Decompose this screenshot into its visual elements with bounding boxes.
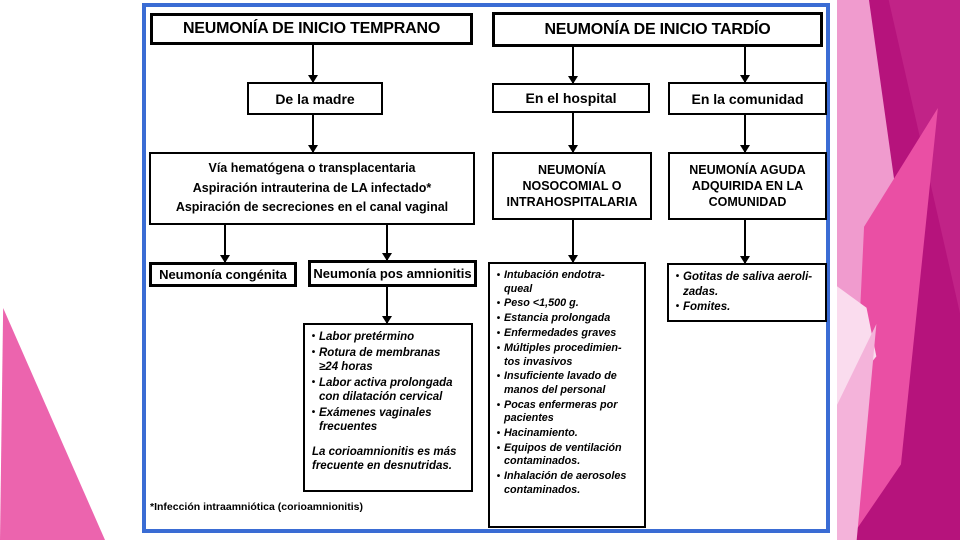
setting-community-box: En la comunidad xyxy=(668,82,827,115)
bullet-dot-icon: • xyxy=(496,298,501,310)
header-late-onset-box: NEUMONÍA DE INICIO TARDÍO xyxy=(492,12,823,47)
nosocomial-risk-factors-box: •Intubación endotra- queal•Peso <1,500 g… xyxy=(488,262,646,528)
bullet-dot-icon: • xyxy=(311,346,316,358)
nosocomial-risk-factor: •Múltiples procedimien- tos invasivos xyxy=(493,342,642,369)
nosocomial-risk-factor-label: Estancia prolongada xyxy=(504,312,611,325)
mechanism-line: Vía hematógena o transplacentaria xyxy=(208,161,416,176)
nosocomial-risk-factor-label: Enfermedades graves xyxy=(504,327,617,340)
chorioamnionitis-note: La corioamnionitis es más frecuente en d… xyxy=(312,445,457,473)
setting-hospital-box: En el hospital xyxy=(492,83,650,113)
footnote: *Infección intraamniótica (corioamnionit… xyxy=(150,501,363,513)
arrow-late-to-community xyxy=(740,47,750,83)
amnionitis-risk-factor: •Labor activa prolongada con dilatación … xyxy=(308,376,469,405)
community-risk-factor-label: Fomites. xyxy=(683,301,731,313)
nosocomial-risk-factor: •Pocas enfermeras por pacientes xyxy=(493,399,642,426)
arrow-late-to-hospital xyxy=(568,47,578,84)
bullet-dot-icon: • xyxy=(311,376,316,388)
nosocomial-risk-factor: •Peso <1,500 g. xyxy=(493,297,642,311)
amnionitis-risk-factor-label: Exámenes vaginales frecuentes xyxy=(319,406,432,434)
nosocomial-risk-factor: •Intubación endotra- queal xyxy=(493,269,642,296)
amnionitis-risk-factor: •Labor pretérmino xyxy=(308,330,469,345)
amnionitis-risk-factor-label: Labor pretérmino xyxy=(319,331,415,343)
nosocomial-risk-factor-label: Hacinamiento. xyxy=(504,426,578,439)
bullet-dot-icon: • xyxy=(496,343,501,355)
bullet-dot-icon: • xyxy=(496,313,501,325)
bullet-dot-icon: • xyxy=(496,470,501,482)
arrow-nosocomial-to-factors xyxy=(568,220,578,263)
flowchart-slide: NEUMONÍA DE INICIO TEMPRANO NEUMONÍA DE … xyxy=(142,3,830,533)
bullet-dot-icon: • xyxy=(675,271,680,282)
community-risk-factor: •Gotitas de saliva aeroli- zadas. xyxy=(672,270,823,299)
bullet-dot-icon: • xyxy=(496,399,501,411)
amnionitis-risk-factor: •Rotura de membranas ≥24 horas xyxy=(308,346,469,375)
community-risk-factors-box: •Gotitas de saliva aeroli- zadas.•Fomite… xyxy=(667,263,827,322)
nosocomial-risk-factor: •Hacinamiento. xyxy=(493,427,642,441)
arrow-early-to-mother xyxy=(308,45,318,83)
bullet-dot-icon: • xyxy=(675,301,680,312)
background-wedge-bottom-left xyxy=(0,308,105,540)
nosocomial-risk-factor-label: Inhalación de aerosoles contaminados. xyxy=(504,469,627,496)
amnionitis-risk-factor: •Exámenes vaginales frecuentes xyxy=(308,406,469,435)
nosocomial-pneumonia-box: NEUMONÍA NOSOCOMIAL O INTRAHOSPITALARIA xyxy=(492,152,652,220)
community-risk-factor-label: Gotitas de saliva aeroli- zadas. xyxy=(683,271,813,298)
nosocomial-risk-factor-label: Insuficiente lavado de manos del persona… xyxy=(504,370,617,396)
bullet-dot-icon: • xyxy=(496,371,501,383)
bullet-dot-icon: • xyxy=(496,427,501,439)
outcome-congenital-box: Neumonía congénita xyxy=(149,262,297,287)
outcome-amnionitis-box: Neumonía pos amnionitis xyxy=(308,260,477,287)
arrow-mechanisms-to-congenital xyxy=(220,225,230,263)
bullet-dot-icon: • xyxy=(496,442,501,454)
amnionitis-risk-factor-label: Labor activa prolongada con dilatación c… xyxy=(319,376,453,404)
arrow-amnionitis-to-factors xyxy=(382,287,392,324)
bullet-dot-icon: • xyxy=(311,331,316,342)
source-mother-box: De la madre xyxy=(247,82,383,115)
arrow-mechanisms-to-amnionitis xyxy=(382,225,392,261)
arrow-mother-to-mechanisms xyxy=(308,115,318,153)
bullet-dot-icon: • xyxy=(496,328,501,340)
nosocomial-risk-factor-label: Pocas enfermeras por pacientes xyxy=(504,398,618,425)
bullet-dot-icon: • xyxy=(311,406,316,418)
nosocomial-risk-factor: •Enfermedades graves xyxy=(493,327,642,341)
nosocomial-risk-factor-label: Intubación endotra- queal xyxy=(504,269,605,295)
arrow-type-to-community-factors xyxy=(740,220,750,264)
mechanism-line: Aspiración intrauterina de LA infectado* xyxy=(192,180,432,195)
background-accent-band xyxy=(837,0,960,540)
nosocomial-risk-factor-label: Peso <1,500 g. xyxy=(504,297,579,310)
arrow-hospital-to-nosocomial xyxy=(568,113,578,153)
bullet-dot-icon: • xyxy=(496,270,501,281)
community-risk-factor: •Fomites. xyxy=(672,300,823,315)
header-early-onset-box: NEUMONÍA DE INICIO TEMPRANO xyxy=(150,13,473,45)
nosocomial-risk-factor-label: Múltiples procedimien- tos invasivos xyxy=(504,342,622,368)
nosocomial-risk-factor: •Insuficiente lavado de manos del person… xyxy=(493,370,642,397)
nosocomial-risk-factor: •Estancia prolongada xyxy=(493,312,642,326)
mechanism-line: Aspiración de secreciones en el canal va… xyxy=(175,200,449,215)
nosocomial-risk-factor: •Inhalación de aerosoles contaminados. xyxy=(493,470,642,497)
amnionitis-risk-factor-label: Rotura de membranas ≥24 horas xyxy=(319,346,441,374)
amnionitis-risk-factors-box: •Labor pretérmino•Rotura de membranas ≥2… xyxy=(303,323,473,492)
nosocomial-risk-factor: •Equipos de ventilación contaminados. xyxy=(493,442,642,469)
arrow-community-to-type xyxy=(740,115,750,153)
amnionitis-risk-factor-list: •Labor pretérmino•Rotura de membranas ≥2… xyxy=(308,330,469,435)
community-pneumonia-box: NEUMONÍA AGUDA ADQUIRIDA EN LA COMUNIDAD xyxy=(668,152,827,220)
nosocomial-risk-factor-label: Equipos de ventilación contaminados. xyxy=(504,441,622,468)
